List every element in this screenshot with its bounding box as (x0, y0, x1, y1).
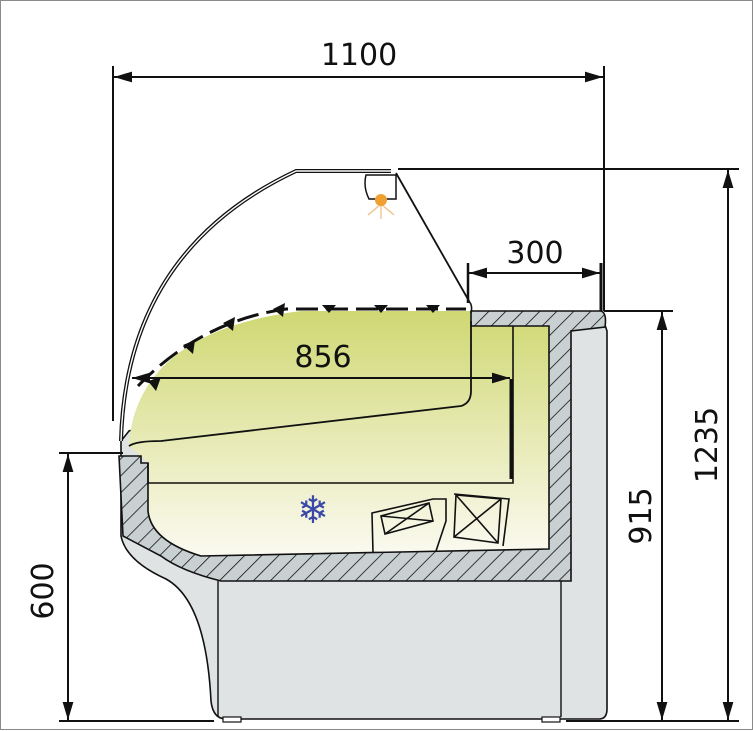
dim-overall-depth: 1100 (112, 38, 605, 421)
product-boxes (371, 493, 510, 554)
dim-top-shelf: 300 (466, 236, 603, 311)
dim-display-depth: 856 (132, 340, 510, 384)
svg-text:1235: 1235 (690, 407, 725, 483)
display-pan (128, 321, 472, 447)
svg-text:915: 915 (624, 487, 659, 544)
svg-text:1100: 1100 (321, 38, 397, 73)
display-well (129, 311, 549, 557)
svg-text:600: 600 (26, 562, 61, 619)
lamp-icon (364, 174, 397, 219)
foot-rear (541, 716, 561, 723)
rear-glass (395, 172, 470, 302)
dim-worktop-height: 915 (624, 312, 668, 720)
foot-front (222, 716, 242, 723)
dim-overall-height: 1235 (690, 170, 734, 720)
inner-tray (147, 326, 514, 484)
insulation-wall (118, 310, 607, 582)
svg-text:856: 856 (294, 340, 351, 375)
dim-front-height: 600 (26, 454, 74, 720)
svg-text:300: 300 (506, 236, 563, 271)
snowflake-icon: ❄ (297, 488, 329, 532)
